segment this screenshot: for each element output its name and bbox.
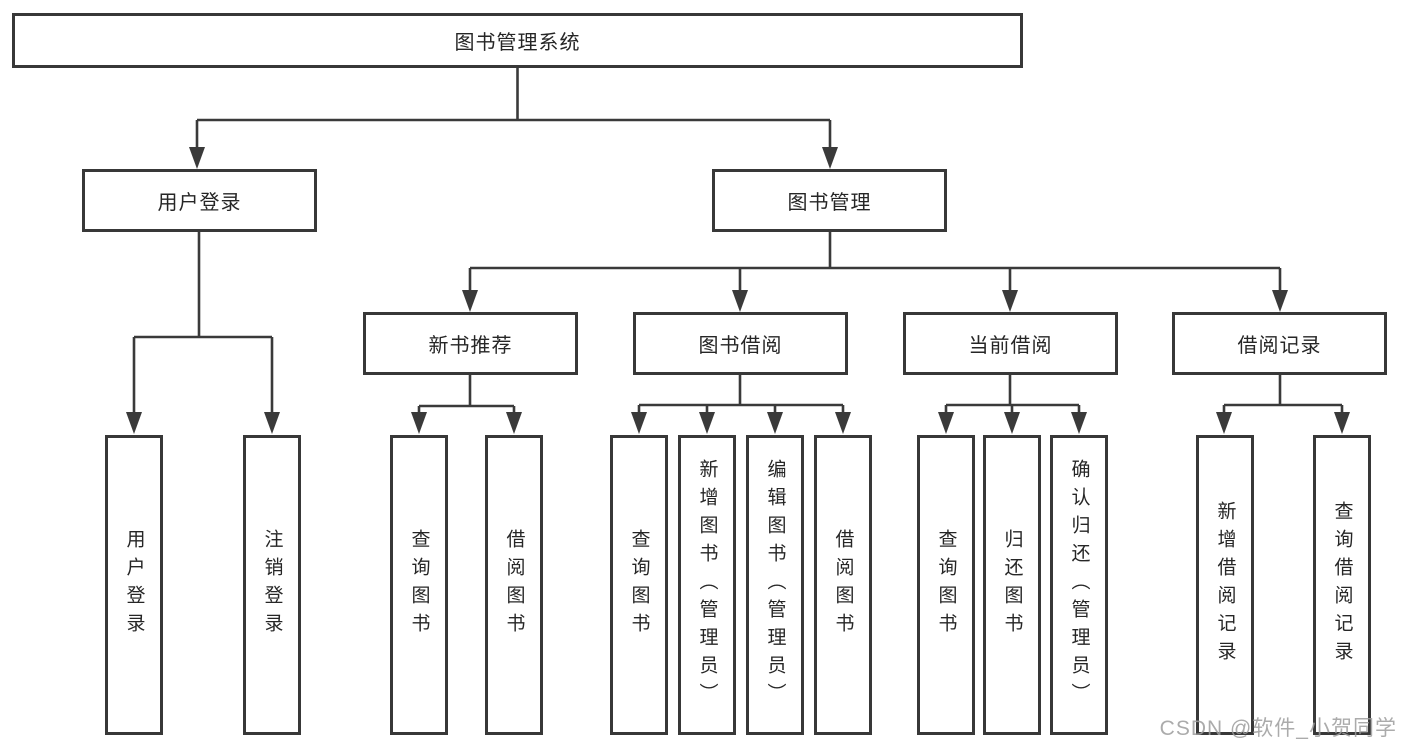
connector-current-borrow-children bbox=[938, 375, 1087, 434]
node-user-login: 用户登录 bbox=[82, 169, 317, 232]
node-leaf-add-borrow-record: 新增借阅记录 bbox=[1196, 435, 1254, 735]
node-leaf-borrow-books-1: 借阅图书 bbox=[485, 435, 543, 735]
connector-book-borrow-children bbox=[631, 375, 851, 434]
node-leaf-query-books-3: 查询图书 bbox=[917, 435, 975, 735]
node-book-borrow: 图书借阅 bbox=[633, 312, 848, 375]
connector-borrow-records-children bbox=[1216, 375, 1350, 434]
node-root-library-system: 图书管理系统 bbox=[12, 13, 1023, 68]
node-new-book-recommend: 新书推荐 bbox=[363, 312, 578, 375]
node-book-management: 图书管理 bbox=[712, 169, 947, 232]
node-leaf-query-borrow-record: 查询借阅记录 bbox=[1313, 435, 1371, 735]
node-leaf-add-books-admin: 新增图书（管理员） bbox=[678, 435, 736, 735]
node-leaf-query-books-2: 查询图书 bbox=[610, 435, 668, 735]
connector-new-book-children bbox=[411, 375, 522, 434]
node-leaf-borrow-books-2: 借阅图书 bbox=[814, 435, 872, 735]
node-leaf-edit-books-admin: 编辑图书（管理员） bbox=[746, 435, 804, 735]
node-leaf-user-login: 用户登录 bbox=[105, 435, 163, 735]
node-current-borrow: 当前借阅 bbox=[903, 312, 1118, 375]
connector-book-management-children bbox=[462, 232, 1288, 312]
connector-root-to-level2 bbox=[189, 68, 838, 169]
connector-user-login-children bbox=[126, 232, 280, 434]
node-leaf-query-books-1: 查询图书 bbox=[390, 435, 448, 735]
node-leaf-return-books: 归还图书 bbox=[983, 435, 1041, 735]
csdn-watermark: CSDN @软件_小贺同学 bbox=[1159, 717, 1397, 740]
node-leaf-logout: 注销登录 bbox=[243, 435, 301, 735]
node-borrow-records: 借阅记录 bbox=[1172, 312, 1387, 375]
node-leaf-confirm-return-admin: 确认归还（管理员） bbox=[1050, 435, 1108, 735]
